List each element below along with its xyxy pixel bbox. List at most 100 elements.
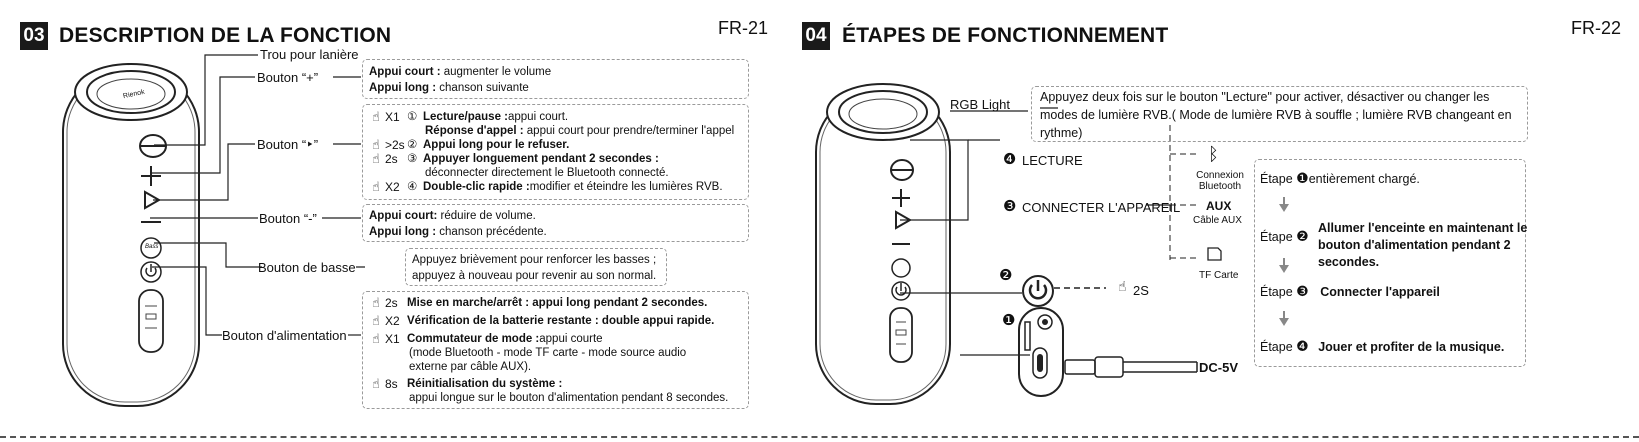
text: appui courte — [539, 333, 603, 345]
text: modes de lumière RVB.( Mode de lumière R… — [1040, 108, 1512, 122]
info-box-play: ☝ X1 ① Lecture/pause : appui court. Réponse… — [362, 104, 749, 200]
count: X2 — [385, 314, 400, 328]
label-play-button: Bouton “‣” — [257, 137, 319, 152]
hand-press-icon: ☝ — [372, 137, 380, 152]
hand-press-icon: ☝ — [372, 151, 380, 166]
text: rythme) — [1040, 126, 1083, 140]
step-2-text: Allumer l'enceinte en maintenant le bout… — [1318, 220, 1527, 271]
text: appui court. — [508, 111, 569, 123]
section-badge-04: 04 — [802, 22, 830, 50]
text: Appui long : — [369, 226, 437, 238]
marker-3: ❸ — [1003, 198, 1017, 215]
arrow-down-icon — [1279, 204, 1289, 212]
text: déconnecter directement le Bluetooth con… — [425, 167, 669, 179]
text: chanson suivante — [436, 82, 529, 94]
text: externe par câble AUX). — [409, 361, 532, 373]
port-closeup — [1018, 307, 1198, 397]
step-label: Étape — [1260, 285, 1293, 299]
step-2-label: Étape ❷ — [1260, 228, 1309, 245]
page-divider — [0, 436, 1639, 438]
label-lanyard-hole: Trou pour lanière — [260, 47, 359, 62]
label-power-button: Bouton d'alimentation — [222, 328, 347, 343]
step-number: ❶ — [1296, 170, 1309, 186]
arrow-down-icon — [1283, 197, 1285, 205]
rgb-light-label: RGB Light — [950, 97, 1010, 112]
label-minus-button: Bouton “-” — [259, 211, 317, 226]
count: X1 — [385, 332, 400, 346]
text: Vérification de la batterie restante : d… — [407, 315, 715, 327]
step-3: Étape ❸ Connecter l'appareil — [1260, 283, 1440, 300]
info-box-power: ☝ 2s Mise en marche/arrêt : appui long pen… — [362, 291, 749, 409]
hand-press-icon: ☝ — [372, 313, 380, 328]
arrow-down-icon — [1283, 311, 1285, 319]
text: appui court pour prendre/terminer l'appe… — [523, 125, 735, 137]
step-text: entièrement chargé. — [1308, 172, 1420, 186]
step-number: ❹ — [1296, 338, 1309, 354]
text: chanson précédente. — [436, 226, 547, 238]
text: (mode Bluetooth - mode TF carte - mode s… — [409, 347, 687, 359]
text: modifier et éteindre les lumières RVB. — [529, 181, 723, 193]
step-text: Connecter l'appareil — [1320, 285, 1440, 299]
text: Double-clic rapide : — [423, 181, 530, 193]
step-4: Étape ❹ Jouer et profiter de la musique. — [1260, 338, 1504, 355]
info-box-minus: Appui court: réduire de volume. Appui lo… — [362, 204, 749, 242]
text: Commutateur de mode : — [407, 333, 540, 345]
info-box-rgb: Appuyez deux fois sur le bouton "Lecture… — [1031, 86, 1528, 142]
page-number-fr21: FR-21 — [718, 18, 769, 38]
arrow-down-icon — [1279, 265, 1289, 273]
speaker-illustration-right — [815, 83, 951, 405]
hand-press-icon: ☝ — [372, 179, 380, 194]
count: X1 — [385, 110, 400, 124]
count: X2 — [385, 180, 400, 194]
text: bouton d'alimentation pendant 2 — [1318, 238, 1511, 252]
count: 8s — [385, 377, 398, 391]
text: réduire de volume. — [437, 210, 536, 222]
step-label: Étape — [1260, 230, 1293, 244]
marker-1: ❶ — [1002, 312, 1016, 329]
text: Appui court: — [369, 210, 438, 222]
text: Mise en marche/arrêt : appui long pendan… — [407, 297, 708, 309]
bluetooth-connection-label: Connexion Bluetooth — [1192, 170, 1248, 192]
hand-press-icon: ☝ — [372, 109, 380, 124]
label-bass-button: Bouton de basse — [258, 260, 356, 275]
arrow-down-icon — [1283, 258, 1285, 266]
text: Lecture/pause : — [423, 111, 508, 123]
step-text: Jouer et profiter de la musique. — [1318, 340, 1505, 354]
info-box-plus: Appui court : augmenter le volume Appui … — [362, 59, 749, 99]
text: Appuyez deux fois sur le bouton "Lecture… — [1040, 90, 1490, 104]
marker-4: ❹ — [1003, 151, 1017, 168]
label-plus-button: Bouton “+” — [257, 70, 319, 85]
step-1: Étape ❶entièrement chargé. — [1260, 170, 1420, 187]
step-label: Étape — [1260, 340, 1293, 354]
marker-2: ❷ — [999, 267, 1013, 284]
index: ④ — [407, 181, 418, 193]
power-icon — [1022, 275, 1054, 307]
aux-cable-label: Câble AUX — [1193, 215, 1242, 226]
index: ② — [407, 139, 418, 151]
arrow-down-icon — [1279, 318, 1289, 326]
text: Réinitialisation du système : — [407, 378, 563, 390]
text: appui longue sur le bouton d'alimentatio… — [409, 392, 729, 404]
speaker-illustration-left — [62, 63, 200, 407]
text: Appui court : — [369, 66, 441, 78]
connect-device-label: CONNECTER L'APPAREIL — [1022, 200, 1181, 215]
section-badge-03: 03 — [20, 22, 48, 50]
text: Appui long : — [369, 82, 437, 94]
tf-card-label: TF Carte — [1199, 270, 1239, 281]
callout-lines-left — [150, 54, 365, 336]
text: Allumer l'enceinte en maintenant le — [1318, 221, 1528, 235]
count: 2s — [385, 296, 398, 310]
count: >2s — [385, 138, 405, 152]
lecture-label: LECTURE — [1022, 153, 1083, 168]
text: Réponse d'appel : — [425, 125, 524, 137]
text: Connexion — [1196, 170, 1244, 181]
callout-lines-right — [900, 107, 1198, 356]
step-label: Étape — [1260, 172, 1293, 186]
text: Appui long pour le refuser. — [423, 139, 570, 151]
index: ③ — [407, 153, 418, 165]
index: ① — [407, 111, 418, 123]
section-title-description: DESCRIPTION DE LA FONCTION — [59, 24, 392, 47]
step-number: ❷ — [1296, 228, 1309, 244]
hold-2s-label: 2S — [1133, 283, 1149, 298]
bass-button-text: Bass — [145, 244, 159, 250]
